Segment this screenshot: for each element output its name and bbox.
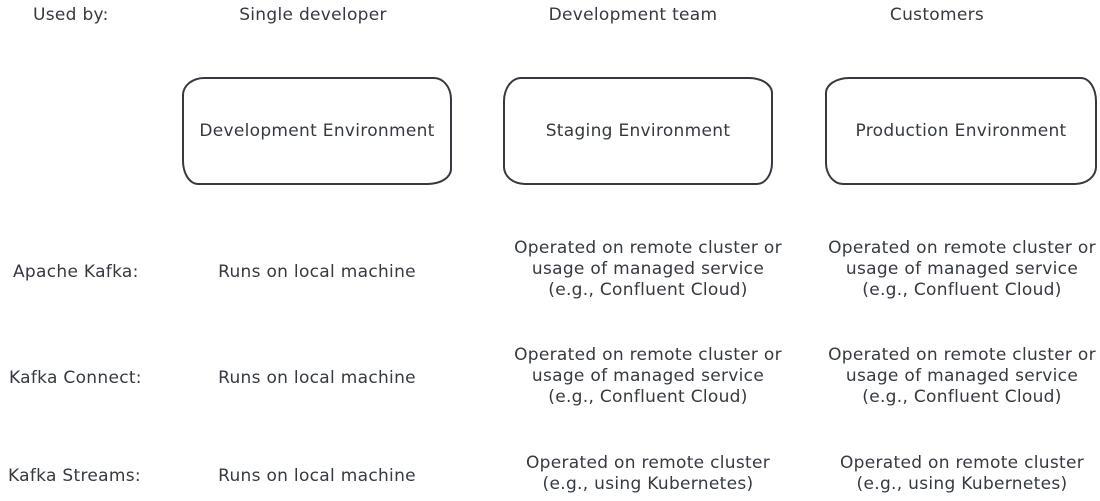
development-environment-label: Development Environment [199, 121, 435, 141]
row-label-apache-kafka: Apache Kafka: [13, 262, 139, 282]
header-single-developer: Single developer [239, 5, 387, 25]
staging-environment-label: Staging Environment [545, 121, 731, 141]
row-label-kafka-streams: Kafka Streams: [8, 466, 141, 486]
cell-apache-kafka-production: Operated on remote cluster or usage of m… [828, 238, 1096, 300]
cell-apache-kafka-staging: Operated on remote cluster or usage of m… [514, 238, 782, 300]
production-environment-box: Production Environment [825, 77, 1097, 185]
cell-kafka-streams-staging: Operated on remote cluster (e.g., using … [525, 453, 771, 494]
header-customers: Customers [889, 5, 985, 25]
cell-kafka-connect-staging: Operated on remote cluster or usage of m… [514, 345, 782, 407]
cell-apache-kafka-development: Runs on local machine [218, 262, 416, 282]
cell-kafka-connect-production: Operated on remote cluster or usage of m… [828, 345, 1096, 407]
used-by-label: Used by: [33, 5, 109, 25]
staging-environment-box: Staging Environment [503, 77, 773, 185]
cell-kafka-streams-development: Runs on local machine [218, 466, 416, 486]
header-development-team: Development team [548, 5, 718, 25]
production-environment-label: Production Environment [855, 121, 1067, 141]
cell-kafka-streams-production: Operated on remote cluster (e.g., using … [839, 453, 1085, 494]
cell-kafka-connect-development: Runs on local machine [218, 368, 416, 388]
row-label-kafka-connect: Kafka Connect: [9, 368, 142, 388]
development-environment-box: Development Environment [182, 77, 452, 185]
